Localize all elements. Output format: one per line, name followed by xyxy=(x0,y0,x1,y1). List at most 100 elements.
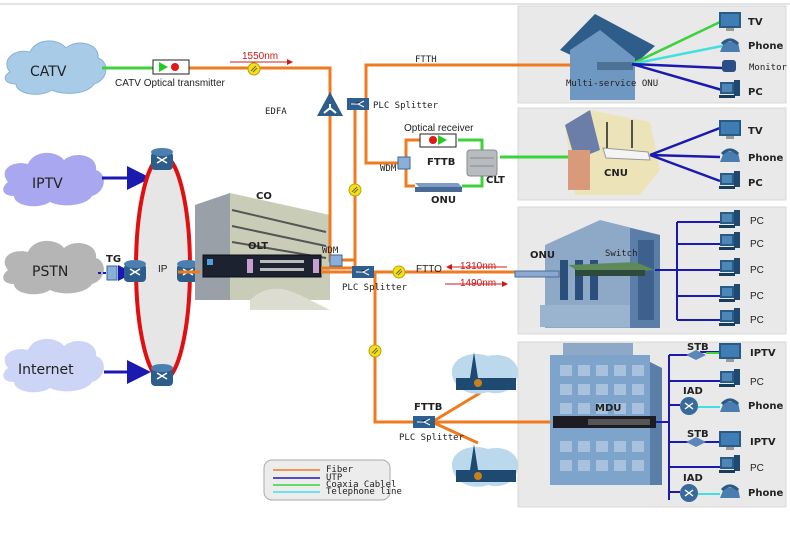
edfa-amplifier-icon xyxy=(317,92,343,116)
mdu-window xyxy=(560,403,572,414)
stb-label: STB xyxy=(687,429,709,440)
tg-gateway-icon xyxy=(106,265,118,281)
pc-icon xyxy=(719,80,740,98)
cnu-device-lines xyxy=(649,126,721,183)
optical-receiver-label: Optical receiver xyxy=(404,123,474,134)
office-user-bottom-icon xyxy=(452,444,518,487)
cnu-label: CNU xyxy=(604,168,628,179)
plc-splitter-ftto-icon xyxy=(351,265,375,279)
wdm-fttb-label: WDM xyxy=(380,164,397,174)
cnu-device-label: TV xyxy=(748,126,763,137)
mdu-window xyxy=(632,441,644,452)
catv-optical-transmitter xyxy=(152,59,190,75)
cloud-iptv: IPTV xyxy=(3,152,104,207)
mdu-window xyxy=(560,460,572,471)
clt-device-icon xyxy=(466,149,498,177)
mdu-window xyxy=(560,365,572,376)
plc-splitter-ftth-label: PLC Splitter xyxy=(373,101,439,111)
ftto-pc-label: PC xyxy=(750,265,764,276)
optical-transmitter-label: CATV Optical transmitter xyxy=(115,78,226,89)
fttb-catv-label: FTTB xyxy=(427,157,455,168)
house-cnu-illustration xyxy=(565,110,660,195)
monitor-device-icon xyxy=(722,60,736,72)
stb-label: STB xyxy=(687,342,709,353)
mdu-windows xyxy=(560,365,644,471)
cloud-pstn-label: PSTN xyxy=(32,264,68,280)
iptv-label: IPTV xyxy=(750,437,776,448)
iad-icon xyxy=(679,396,699,416)
cnu-device-label: Phone xyxy=(748,153,783,164)
pc-label: PC xyxy=(750,377,764,388)
mdu-window xyxy=(578,460,590,471)
mdu-window xyxy=(578,403,590,414)
iad-label: IAD xyxy=(683,473,703,484)
wdm-fttb-icon xyxy=(397,156,411,170)
mdu-window xyxy=(596,441,608,452)
ftth-device-lines xyxy=(631,20,723,92)
mdu-window xyxy=(614,441,626,452)
legend-label: UTP xyxy=(326,473,343,483)
mdu-label: MDU xyxy=(595,403,621,414)
connector-icon xyxy=(392,265,406,279)
pc-icon xyxy=(719,171,740,189)
cloud-catv: CATV xyxy=(4,40,107,95)
pc-icon xyxy=(719,284,740,302)
clt-label: CLT xyxy=(486,175,505,186)
ftth-device-label: PC xyxy=(748,87,763,98)
legend-label: Coaxia Cablel xyxy=(326,480,396,490)
ftth-device-label: Phone xyxy=(748,41,783,52)
router-bottom-icon xyxy=(150,363,174,387)
connector-icon xyxy=(247,62,261,76)
connector-icon xyxy=(368,344,382,358)
mdu-window xyxy=(596,384,608,395)
ftth-label: FTTH xyxy=(415,55,437,65)
switch-icon xyxy=(568,262,655,276)
ftto-pc-label: PC xyxy=(750,216,764,227)
cloud-pstn: PSTN xyxy=(3,240,104,295)
phone-label: Phone xyxy=(748,401,783,412)
iptv-label: IPTV xyxy=(750,348,776,359)
pc-label: PC xyxy=(750,463,764,474)
iad-icon xyxy=(679,483,699,503)
mdu-window xyxy=(560,384,572,395)
ftto-pc-lines xyxy=(655,221,722,321)
cloud-catv-label: CATV xyxy=(30,64,67,80)
pc-icon xyxy=(719,308,740,326)
iad-phone-lines xyxy=(698,406,720,495)
cloud-iptv-label: IPTV xyxy=(32,176,63,192)
edfa-label: EDFA xyxy=(265,107,287,117)
mdu-window xyxy=(578,384,590,395)
ftto-pc-label: PC xyxy=(750,315,764,326)
iad-label: IAD xyxy=(683,386,703,397)
plc-splitter-ftto-label: PLC Splitter xyxy=(342,283,408,293)
ftth-device-label: Monitor xyxy=(749,63,788,73)
router-left-icon xyxy=(123,259,147,283)
onu-ftto-icon xyxy=(514,270,560,278)
tg-label: TG xyxy=(106,254,121,265)
house-ftth-illustration xyxy=(560,14,655,100)
onu-fttb-icon xyxy=(415,183,462,192)
mdu-window xyxy=(632,384,644,395)
pc-icon xyxy=(719,369,740,387)
plc-splitter-mdu-icon xyxy=(412,415,436,429)
connector-icon xyxy=(348,183,362,197)
phone-label: Phone xyxy=(748,488,783,499)
onu-ftto-label: ONU xyxy=(530,250,555,261)
multi-service-onu-label: Multi-service ONU xyxy=(566,79,658,89)
pc-icon xyxy=(719,258,740,276)
ftto-pc-label: PC xyxy=(750,239,764,250)
legend-label: Telephone line xyxy=(326,487,402,497)
mdu-window xyxy=(632,365,644,376)
fttb-mdu-label: FTTB xyxy=(414,402,442,413)
cloud-internet: Internet xyxy=(3,338,104,393)
mdu-window xyxy=(596,460,608,471)
legend-label: Fiber xyxy=(326,465,354,475)
onu-fttb-label: ONU xyxy=(431,195,456,206)
optical-receiver-icon xyxy=(419,133,457,148)
mdu-window xyxy=(578,441,590,452)
mdu-window xyxy=(560,441,572,452)
legend: Fiber UTP Coaxia Cablel Telephone line xyxy=(263,459,402,501)
mdu-window xyxy=(614,460,626,471)
wavelength-1550-label: 1550nm xyxy=(242,51,278,62)
